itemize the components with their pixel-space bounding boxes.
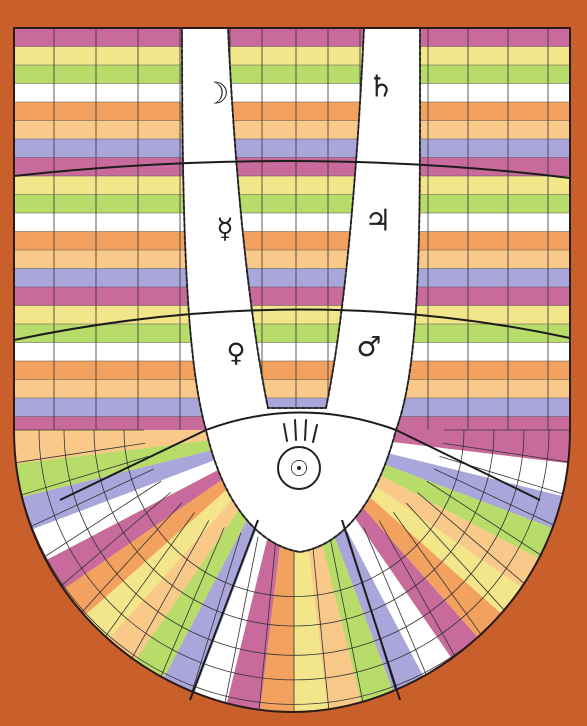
color-band	[0, 28, 587, 47]
moon-symbol: ☽	[203, 77, 230, 112]
color-band	[0, 139, 587, 158]
color-band	[0, 343, 587, 362]
color-band	[0, 195, 587, 214]
color-band	[0, 269, 587, 288]
color-band	[0, 102, 587, 121]
color-band	[0, 47, 587, 66]
color-band	[0, 176, 587, 195]
color-band	[0, 306, 587, 325]
mercury-symbol: ☿	[216, 212, 233, 245]
venus-symbol: ♀	[226, 339, 245, 369]
color-band	[0, 213, 587, 232]
color-band	[0, 380, 587, 399]
color-band	[0, 250, 587, 269]
sun-symbol: ☉	[289, 457, 309, 482]
color-band	[0, 121, 587, 140]
saturn-symbol: ♄	[368, 70, 395, 105]
color-band	[0, 65, 587, 84]
color-band	[0, 232, 587, 251]
jupiter-symbol: ♃	[365, 204, 392, 239]
color-band	[0, 361, 587, 380]
color-band	[0, 287, 587, 306]
mars-symbol: ♂	[356, 330, 381, 363]
color-band	[0, 84, 587, 103]
